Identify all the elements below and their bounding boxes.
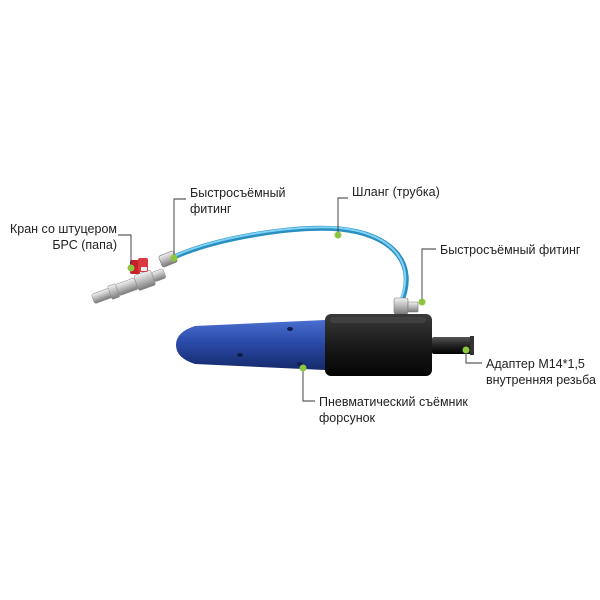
- label-puller: Пневматический съёмник форсунок: [319, 395, 468, 425]
- label-hose: Шланг (трубка): [352, 185, 440, 199]
- label-fitting-left: Быстросъёмный фитинг: [190, 186, 286, 216]
- marker-valve: [127, 264, 135, 272]
- puller-body: [176, 320, 325, 370]
- marker-puller: [299, 364, 307, 372]
- leader-fitting-right: [421, 248, 436, 302]
- marker-hose: [334, 231, 342, 239]
- marker-fitting-left: [170, 254, 178, 262]
- label-fitting-right: Быстросъёмный фитинг: [440, 243, 581, 257]
- black-sleeve: [325, 314, 432, 376]
- label-adapter: Адаптер М14*1,5 внутренняя резьба: [486, 357, 596, 387]
- leader-hose: [337, 197, 348, 235]
- right-fitting: [393, 297, 419, 315]
- leader-adapter: [465, 350, 482, 364]
- valve-assembly: [91, 268, 166, 304]
- marker-fitting-right: [418, 298, 426, 306]
- leader-puller: [302, 368, 315, 402]
- label-valve: Кран со штуцером БРС (папа): [10, 222, 117, 252]
- leader-fitting-left: [173, 198, 186, 258]
- marker-adapter: [462, 346, 470, 354]
- leader-valve: [118, 234, 132, 268]
- hose-tube: [169, 225, 409, 308]
- hose-highlight: [171, 226, 407, 305]
